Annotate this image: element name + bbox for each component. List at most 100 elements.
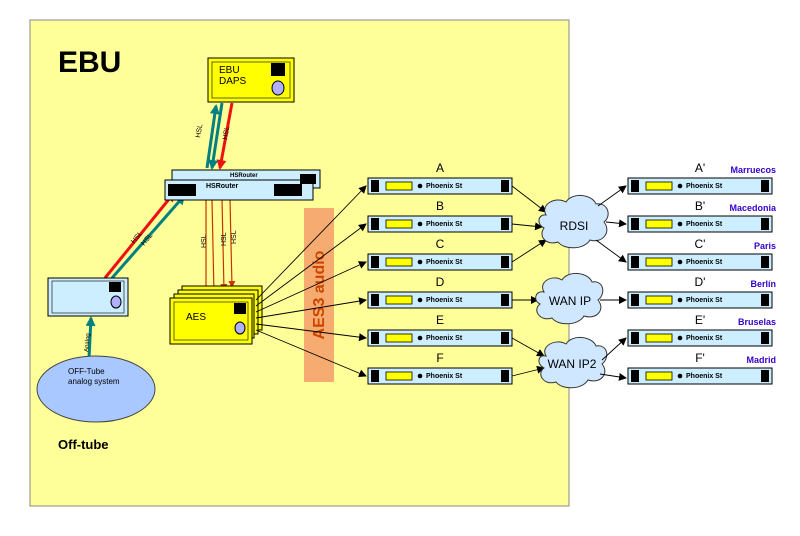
hsl-label-6: HSL bbox=[221, 232, 228, 246]
cloud-wan-ip[interactable]: WAN IP bbox=[535, 273, 604, 325]
offtube-link-green bbox=[110, 194, 186, 279]
daps-label-line1: EBU bbox=[219, 65, 240, 76]
codec-port-left bbox=[631, 332, 639, 344]
hsl-label-5: HSL bbox=[201, 234, 208, 248]
codec-letter: E' bbox=[695, 313, 705, 327]
offtube-line1: OFF-Tube bbox=[68, 367, 105, 376]
codec-display bbox=[385, 333, 413, 343]
codec-letter: D' bbox=[695, 275, 706, 289]
aes-device[interactable]: AES bbox=[169, 285, 263, 345]
codec-model-label: Phoenix St bbox=[426, 297, 463, 304]
right-codec-4[interactable]: Phoenix StD'Berlín bbox=[627, 275, 776, 309]
codec-port-right bbox=[501, 218, 509, 230]
codec-port-right bbox=[501, 180, 509, 192]
right-codec-5[interactable]: Phoenix StE'Bruselas bbox=[627, 313, 776, 347]
codec-letter: B' bbox=[695, 199, 705, 213]
cloud-rdsi[interactable]: RDSI bbox=[538, 195, 609, 249]
router-top-label: HSRouter bbox=[230, 173, 258, 179]
codec-led bbox=[417, 297, 423, 303]
codec-to-cloud-arrows bbox=[511, 185, 547, 377]
codec-display bbox=[385, 257, 413, 267]
codec-led bbox=[417, 335, 423, 341]
right-codec-3[interactable]: Phoenix St C' Paris bbox=[627, 237, 776, 271]
codec-model-label: Phoenix St bbox=[426, 183, 463, 190]
codec-letter: C' bbox=[695, 237, 706, 251]
router-port-right bbox=[274, 184, 302, 196]
router-front-label: HSRouter bbox=[206, 183, 239, 190]
hsl-label-7: HSL bbox=[231, 230, 238, 244]
right-codec-2[interactable]: Phoenix StB'Macedonia bbox=[627, 199, 777, 233]
router-to-aes-links bbox=[202, 199, 236, 299]
hsl-label-1: HSL bbox=[195, 124, 204, 139]
codec-led bbox=[417, 373, 423, 379]
codec-city: Madrid bbox=[746, 355, 776, 365]
codec-led bbox=[677, 335, 683, 341]
offtube-link-red bbox=[103, 191, 176, 279]
codec-port-right bbox=[761, 332, 769, 344]
daps-screen bbox=[271, 63, 285, 76]
daps-knob[interactable] bbox=[271, 80, 285, 96]
codec-letter: E bbox=[436, 313, 444, 327]
codec-model-label: Phoenix St bbox=[426, 259, 463, 266]
daps-device[interactable]: EBU DAPS bbox=[207, 57, 295, 103]
codec-display bbox=[645, 181, 673, 191]
analog-link bbox=[85, 316, 96, 359]
codec-port-right bbox=[501, 332, 509, 344]
codec-port-left bbox=[631, 256, 639, 268]
codec-display bbox=[385, 371, 413, 381]
codec-port-right bbox=[501, 370, 509, 382]
codec-display bbox=[385, 219, 413, 229]
cloud-rdsi-label: RDSI bbox=[560, 219, 589, 233]
aes-knob[interactable] bbox=[234, 321, 246, 335]
codec-display bbox=[645, 371, 673, 381]
router-port-top-right bbox=[300, 174, 316, 184]
codec-city: Paris bbox=[754, 241, 776, 251]
codec-led bbox=[417, 183, 423, 189]
offtube-system[interactable] bbox=[36, 355, 156, 423]
hsl-link-green-up bbox=[205, 104, 220, 169]
left-codec-3[interactable]: Phoenix St C bbox=[367, 237, 513, 271]
cloud-wan-ip2[interactable]: WAN IP2 bbox=[538, 337, 608, 389]
codec-port-right bbox=[761, 294, 769, 306]
codec-led bbox=[677, 373, 683, 379]
offtube-device-screen bbox=[109, 282, 121, 292]
right-codec-6[interactable]: Phoenix StF'Madrid bbox=[627, 351, 776, 385]
codec-led bbox=[677, 183, 683, 189]
codec-port-left bbox=[371, 218, 379, 230]
codec-port-left bbox=[631, 218, 639, 230]
offtube-caption: Off-tube bbox=[58, 437, 109, 452]
codec-port-right bbox=[761, 370, 769, 382]
codec-display bbox=[645, 333, 673, 343]
left-codec-5[interactable]: Phoenix StE bbox=[367, 313, 513, 347]
codec-model-label: Phoenix St bbox=[686, 259, 723, 266]
right-codec-1[interactable]: Phoenix StA'Marruecos bbox=[627, 161, 776, 195]
codec-city: Bruselas bbox=[738, 317, 776, 327]
aes-fanout-arrows bbox=[255, 185, 367, 377]
hsl-label-2: HSL bbox=[222, 126, 231, 141]
codec-letter: D bbox=[436, 275, 445, 289]
offtube-device[interactable] bbox=[47, 277, 129, 317]
left-codec-6[interactable]: Phoenix St F bbox=[367, 351, 513, 385]
cloud-wan-ip-label: WAN IP bbox=[549, 294, 591, 308]
codec-model-label: Phoenix St bbox=[426, 373, 463, 380]
codec-led bbox=[417, 259, 423, 265]
codec-letter: F bbox=[436, 351, 443, 365]
aes-screen bbox=[234, 303, 246, 314]
left-codec-1[interactable]: Phoenix St A bbox=[367, 161, 513, 195]
cloud-to-codec-arrows bbox=[595, 185, 627, 381]
codec-letter: C bbox=[436, 237, 445, 251]
codec-letter: A' bbox=[695, 161, 705, 175]
router-port-left bbox=[168, 184, 196, 196]
hs-router[interactable]: HSRouter HSRouter bbox=[164, 169, 321, 201]
codec-model-label: Phoenix St bbox=[686, 183, 723, 190]
hsl-link-green bbox=[208, 102, 224, 170]
codec-model-label: Phoenix St bbox=[686, 297, 723, 304]
left-codec-2[interactable]: Phoenix StB bbox=[367, 199, 513, 233]
codec-led bbox=[677, 297, 683, 303]
codec-display bbox=[385, 295, 413, 305]
codec-letter: A bbox=[436, 161, 444, 175]
ebu-title: EBU bbox=[58, 46, 121, 79]
offtube-device-knob[interactable] bbox=[110, 295, 122, 309]
